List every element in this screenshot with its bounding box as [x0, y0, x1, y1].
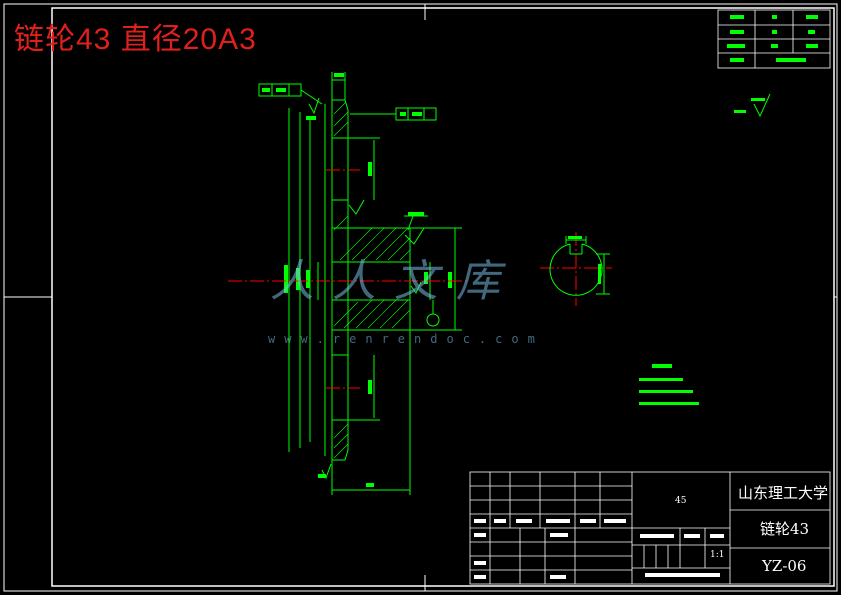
drawing-number: YZ-06 — [762, 557, 807, 575]
sprocket-section-view — [258, 72, 462, 495]
material-label: 45 — [675, 496, 687, 506]
centerlines — [228, 169, 612, 389]
keyway-dim-labels — [568, 236, 601, 284]
scale-value: 1:1 — [710, 550, 725, 560]
university-name: 山东理工大学 — [738, 484, 829, 502]
parameter-table-text — [727, 15, 818, 62]
bore-keyway-view — [549, 236, 610, 296]
title-block-grid — [469, 471, 831, 585]
parameter-table — [717, 9, 831, 69]
watermark-text: 人人文库 — [270, 256, 518, 307]
watermark-url: www.renrendoc.com — [268, 332, 544, 346]
dimension-labels — [262, 73, 452, 487]
technical-requirements — [639, 364, 699, 405]
part-name: 链轮43 — [760, 520, 810, 538]
title-block-labels — [474, 519, 724, 579]
drawing-title: 链轮43 直径20A3 — [14, 23, 257, 56]
section-hatching — [333, 101, 411, 459]
general-roughness-symbol — [734, 93, 771, 118]
